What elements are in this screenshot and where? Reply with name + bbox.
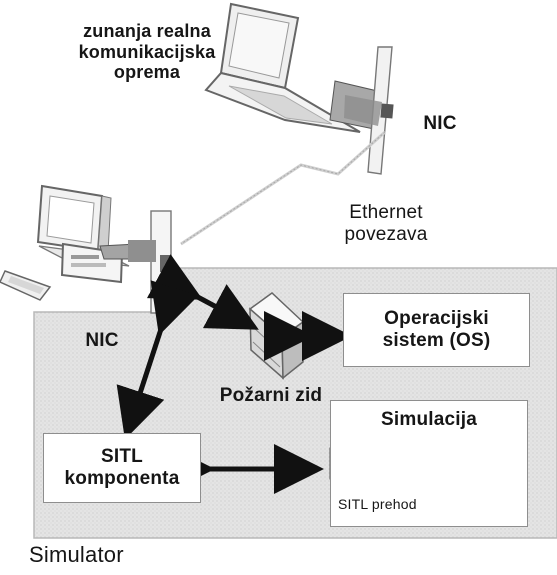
nic-top-label: NIC bbox=[423, 113, 457, 134]
lightning-link-icon bbox=[180, 130, 386, 246]
nic-card-icon bbox=[344, 46, 394, 175]
simulator-label: Simulator bbox=[29, 542, 124, 567]
os-box: Operacijski sistem (OS) bbox=[343, 293, 530, 367]
simulation-box: Simulacija bbox=[330, 400, 528, 527]
nic-card-left-icon bbox=[128, 210, 172, 314]
nic-left-label: NIC bbox=[85, 330, 119, 351]
arrow-nic-to-sitl-component bbox=[116, 280, 199, 440]
external-equipment-label: zunanja realna komunikacijska oprema bbox=[78, 21, 216, 83]
ethernet-link-label: Ethernet povezava bbox=[344, 202, 428, 245]
connection-arrows bbox=[116, 254, 352, 494]
desktop-computer-icon bbox=[0, 184, 137, 301]
sitl-component-label: SITL komponenta bbox=[64, 446, 180, 489]
firewall-label: Požarni zid bbox=[219, 385, 323, 406]
laptop-icon bbox=[204, 2, 387, 133]
arrow-nic-to-firewall bbox=[146, 254, 259, 330]
sitl-gateway-label: SITL prehod bbox=[338, 496, 417, 512]
sitl-component-box: SITL komponenta bbox=[43, 433, 201, 503]
simulation-label: Simulacija bbox=[381, 409, 477, 430]
os-label: Operacijski sistem (OS) bbox=[382, 308, 491, 351]
